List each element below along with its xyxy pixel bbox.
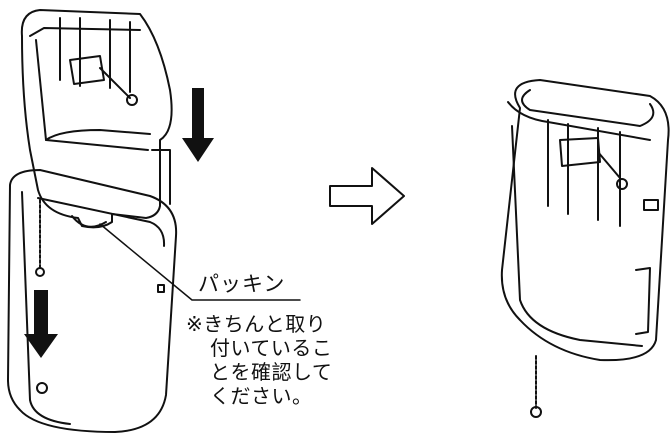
packing-leader-line <box>99 223 301 301</box>
installation-note: ※きちんと取り 付いているこ とを確認して ください。 <box>186 312 376 408</box>
arrow-down-icon <box>182 88 214 162</box>
assembled-tank <box>500 79 670 418</box>
note-line: ください。 <box>210 384 313 408</box>
outer-cover-lower <box>7 169 178 433</box>
arrow-down-icon <box>24 290 58 358</box>
note-line: とを確認して <box>210 360 333 384</box>
inner-tank-upper <box>20 9 173 229</box>
arrow-right-outline-icon <box>329 167 405 225</box>
note-line: 付いているこ <box>210 336 333 360</box>
note-line: ※きちんと取り <box>186 312 327 336</box>
packing-label: パッキン <box>198 272 286 296</box>
chain <box>35 199 45 277</box>
